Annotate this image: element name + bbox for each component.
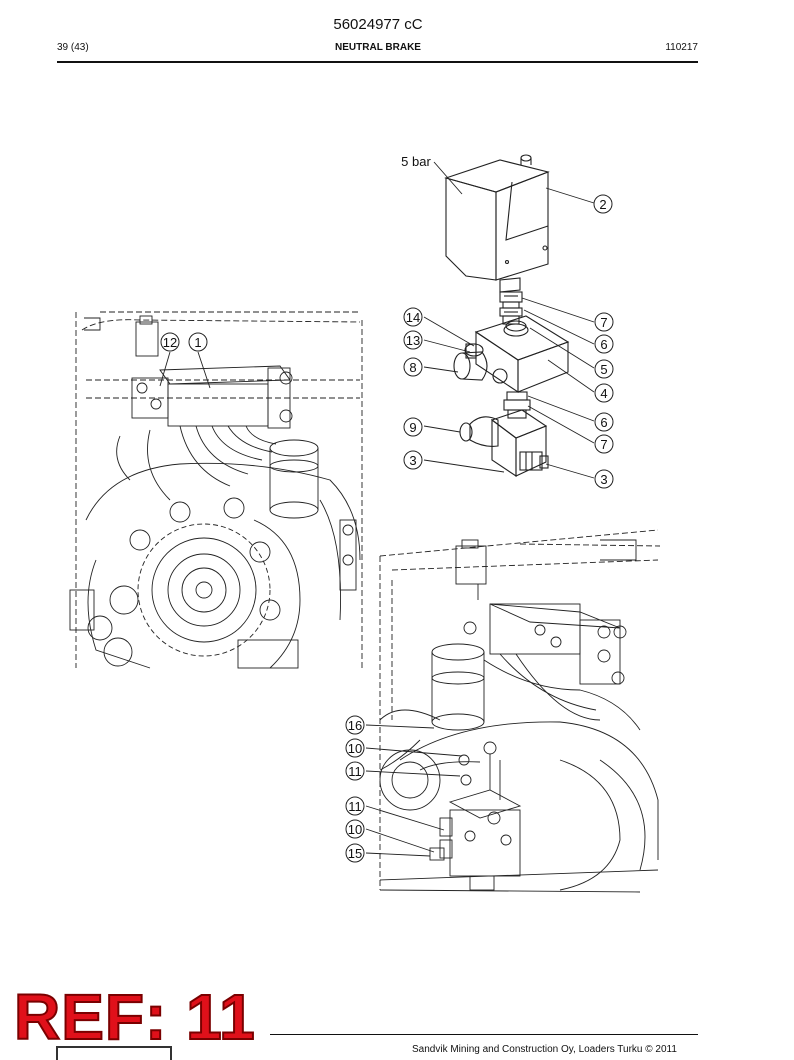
callout-1: 1	[194, 335, 201, 350]
valve-block	[453, 315, 570, 394]
callout-5: 5	[600, 362, 607, 377]
document-code: 56024977 cC	[333, 16, 423, 33]
callout-6-upper: 6	[600, 337, 607, 352]
header-rule	[57, 61, 698, 63]
transmission-left-drawing	[69, 311, 363, 669]
callout-14: 14	[406, 310, 420, 325]
callout-labels: 5 bar 2 14 13 8 9 3 7 6 5 4 6 7 3 12 1 1…	[163, 154, 608, 861]
callout-11-lower: 11	[348, 799, 362, 814]
solenoid-valve	[444, 154, 550, 293]
page-number: 39 (43)	[57, 42, 89, 53]
fitting-stack-upper	[499, 291, 523, 325]
leader-lines	[159, 161, 595, 857]
fitting-stack-lower	[503, 391, 531, 419]
pressure-label: 5 bar	[401, 154, 431, 169]
callout-7-upper: 7	[600, 315, 607, 330]
callout-3-right: 3	[600, 472, 607, 487]
tee-block	[459, 409, 549, 478]
callout-6-lower: 6	[600, 415, 607, 430]
page-title: NEUTRAL BRAKE	[335, 42, 421, 53]
callout-10-lower: 10	[348, 822, 362, 837]
callout-circles	[160, 194, 614, 863]
document-date: 110217	[665, 42, 698, 53]
callout-3-left: 3	[409, 453, 416, 468]
footer-copyright: Sandvik Mining and Construction Oy, Load…	[412, 1044, 677, 1055]
callout-16: 16	[348, 718, 362, 733]
callout-2: 2	[599, 197, 606, 212]
callout-12: 12	[163, 335, 177, 350]
callout-4: 4	[600, 386, 607, 401]
footer-rule	[270, 1034, 698, 1035]
callout-15: 15	[348, 846, 362, 861]
callout-8: 8	[409, 360, 416, 375]
callout-7-lower: 7	[600, 437, 607, 452]
transmission-right-drawing	[379, 529, 661, 893]
reference-stamp: REF: 11	[13, 981, 256, 1053]
callout-13: 13	[406, 333, 420, 348]
callout-11-upper: 11	[348, 764, 362, 779]
valve-assembly-drawing	[444, 154, 570, 478]
callout-10-upper: 10	[348, 741, 362, 756]
callout-9: 9	[409, 420, 416, 435]
